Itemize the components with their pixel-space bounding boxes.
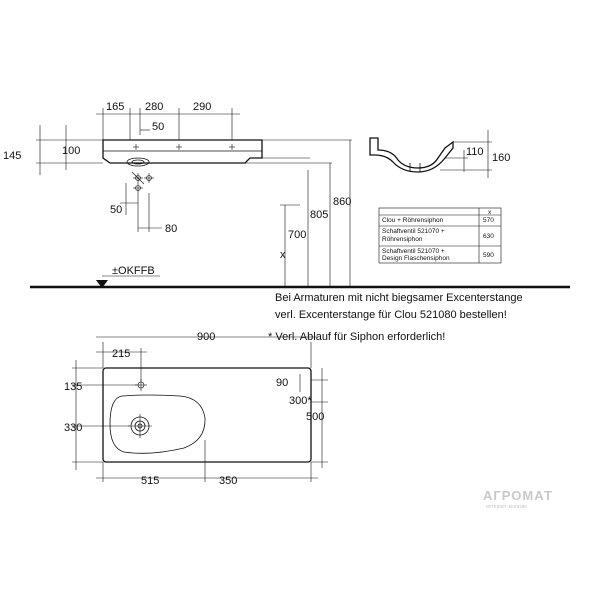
siphon-row-2-value: 630	[483, 233, 494, 240]
siphon-table: x Clou + Röhrensiphon 570 Schaftventil 5…	[378, 207, 502, 264]
dim-90: 90	[276, 377, 288, 389]
plan-view: 900 215 135 330 90 300* 500 515 350	[64, 331, 328, 487]
dim-330: 330	[64, 422, 82, 434]
basin-plan-outline	[102, 367, 312, 463]
dim-350: 350	[219, 475, 237, 487]
dim-50-top: 50	[152, 121, 164, 133]
dim-x: x	[280, 249, 286, 261]
watermark-logo: АГРОМАТ интернет-магазин	[483, 488, 553, 510]
floor-marker-icon	[96, 280, 108, 288]
siphon-table-header: x	[488, 209, 492, 216]
dim-700: 700	[288, 229, 306, 241]
drain-outlet	[126, 157, 150, 167]
dim-80: 80	[165, 223, 177, 235]
front-elevation-view: 165 280 290 50 145 100 50 80	[3, 101, 352, 287]
dim-135: 135	[64, 381, 82, 393]
basin-section-outline	[369, 137, 454, 173]
note-line-1: Bei Armaturen mit nicht biegsamer Excent…	[275, 292, 523, 304]
left-height-dims	[36, 125, 103, 175]
basin-elevation-outline	[102, 139, 263, 164]
siphon-row-3-label: Schaftventil 521070 +	[382, 248, 445, 255]
floor-label: ±OKFFB	[112, 265, 155, 277]
connector-dims	[120, 183, 162, 232]
dim-290: 290	[193, 101, 211, 113]
supply-connectors	[131, 171, 154, 193]
top-dimension-chain	[96, 108, 240, 140]
siphon-row-1-label: Clou + Röhrensiphon	[382, 217, 444, 224]
side-dims	[440, 130, 492, 178]
tap-hole-marks	[133, 144, 235, 150]
dim-165: 165	[106, 101, 124, 113]
dim-50-bottom: 50	[110, 204, 122, 216]
plan-dims	[72, 336, 328, 482]
dim-160: 160	[492, 152, 510, 164]
siphon-row-3-value: 590	[483, 252, 494, 259]
dim-280: 280	[145, 101, 163, 113]
dim-515: 515	[141, 475, 159, 487]
siphon-row-3-label2: Design Flaschensiphon	[382, 255, 450, 262]
dim-860: 860	[333, 196, 351, 208]
dim-805: 805	[310, 209, 328, 221]
dim-110: 110	[466, 146, 484, 158]
watermark-brand: АГРОМАТ	[483, 488, 553, 503]
dim-100: 100	[62, 145, 80, 157]
dim-500: 500	[306, 411, 324, 423]
siphon-row-1-value: 570	[483, 217, 494, 224]
floor-line: ±OKFFB	[30, 265, 570, 289]
vertical-height-dims	[245, 139, 352, 287]
dim-145: 145	[3, 150, 21, 162]
dim-300: 300*	[289, 395, 312, 407]
note-line-3: * Verl. Ablauf für Siphon erforderlich!	[268, 331, 445, 343]
dim-900: 900	[197, 331, 215, 343]
dim-215: 215	[112, 348, 130, 360]
note-line-2: verl. Excenterstange für Clou 521080 bes…	[275, 309, 507, 321]
siphon-row-2-label2: Röhrensiphon	[382, 236, 423, 243]
watermark-tagline: интернет-магазин	[486, 504, 527, 510]
side-section-view: 110 160	[369, 130, 510, 178]
bowl-plan-outline	[109, 394, 206, 454]
siphon-row-2-label: Schaftventil 521070 +	[382, 228, 445, 235]
